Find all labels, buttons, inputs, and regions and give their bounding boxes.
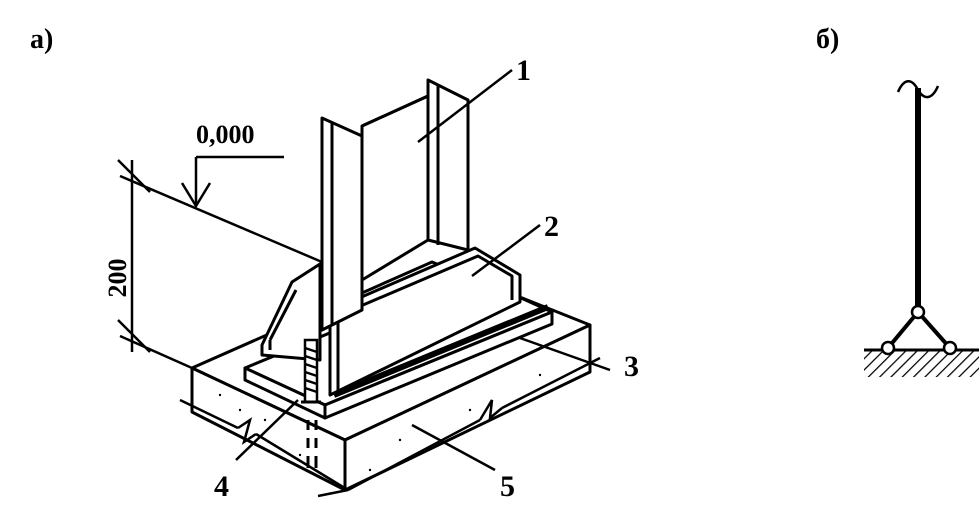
column-back-flange: [426, 78, 470, 252]
column-front-flange: [320, 116, 364, 332]
column-web: [360, 94, 430, 282]
concrete-texture: [218, 373, 542, 472]
anchor-bolt: [301, 338, 321, 404]
height-dimension-label: 200: [103, 259, 132, 298]
anchor-bolt-hidden: [306, 420, 318, 468]
height-dimension: [117, 159, 323, 370]
weld-line: [332, 304, 550, 398]
leader-2: [471, 224, 541, 277]
scheme-ground-hatch: [864, 351, 979, 377]
scheme-hinge-top: [910, 304, 926, 320]
scheme-hinge-right: [942, 340, 958, 356]
base-plate-side: [243, 366, 327, 420]
callout-5: 5: [500, 470, 515, 503]
level-mark-label: 0,000: [196, 120, 255, 149]
break-lines: [179, 356, 601, 498]
column: [320, 78, 470, 332]
callout-4: 4: [214, 470, 229, 503]
leader-5: [411, 423, 496, 472]
leader-3: [519, 336, 611, 372]
leader-lines: [235, 69, 611, 472]
leader-1: [417, 69, 513, 143]
level-mark: [180, 155, 284, 209]
panel-b-label: б): [816, 24, 839, 55]
callout-1: 1: [516, 54, 531, 87]
leader-4: [235, 399, 299, 461]
scheme-hinge-left: [880, 340, 896, 356]
panel-a-label: а): [30, 24, 53, 55]
callout-3: 3: [624, 350, 639, 383]
support-scheme: [864, 80, 979, 377]
foundation-right-face: [343, 323, 592, 492]
callout-2: 2: [544, 210, 559, 243]
